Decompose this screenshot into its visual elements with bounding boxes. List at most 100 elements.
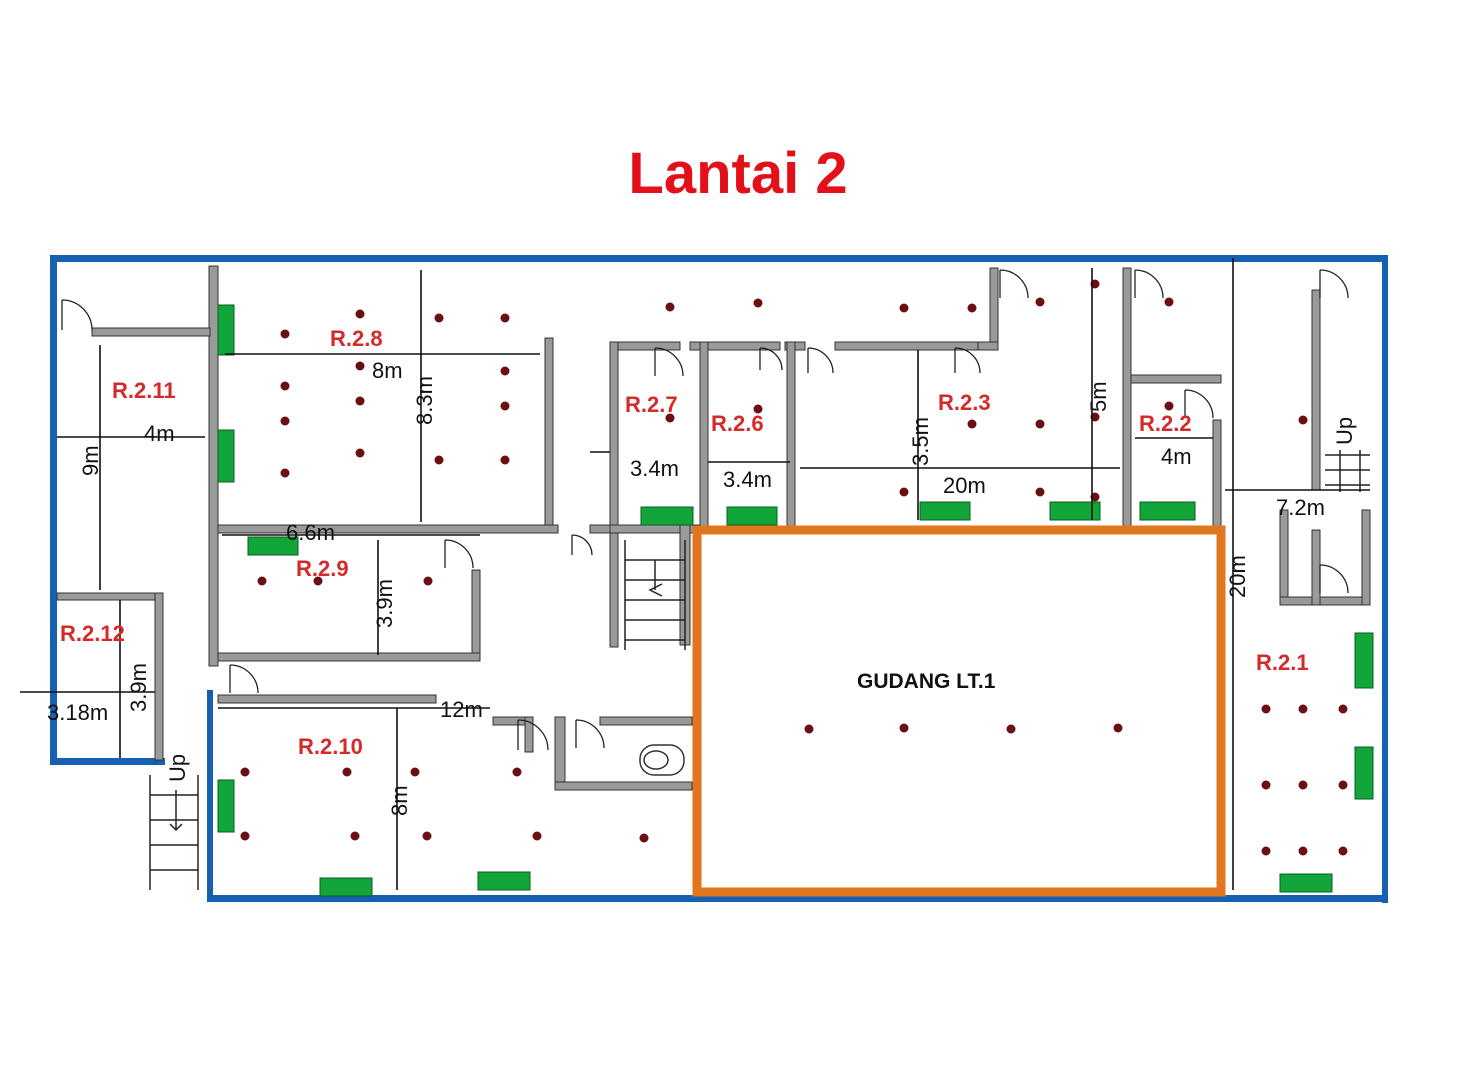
ceiling-light	[434, 455, 444, 465]
ceiling-light	[1338, 704, 1348, 714]
wall	[989, 267, 999, 351]
wall	[689, 341, 781, 351]
door[interactable]	[999, 269, 1029, 299]
wall	[56, 592, 161, 601]
door[interactable]	[1134, 269, 1164, 299]
ceiling-lights	[240, 279, 1348, 856]
ceiling-light	[1298, 704, 1308, 714]
ceiling-light	[1164, 297, 1174, 307]
wall	[1361, 509, 1371, 606]
wall	[786, 341, 796, 528]
ceiling-light	[1113, 723, 1123, 733]
door[interactable]	[1319, 564, 1349, 594]
wall	[217, 524, 559, 534]
ceiling-light	[1261, 704, 1271, 714]
ceiling-light	[1035, 297, 1045, 307]
room-label-r23: R.2.3	[938, 390, 991, 415]
ac-unit	[1354, 632, 1374, 689]
door[interactable]	[654, 347, 684, 377]
ceiling-light	[1261, 780, 1271, 790]
dim-r23-width: 20m	[943, 473, 986, 498]
door[interactable]	[575, 719, 605, 749]
wall	[1130, 374, 1222, 384]
room-label-gudang: GUDANG LT.1	[857, 670, 996, 693]
dim-r22-width: 4m	[1161, 444, 1192, 469]
ceiling-light	[665, 302, 675, 312]
ceiling-light	[422, 831, 432, 841]
ceiling-light	[1035, 487, 1045, 497]
ceiling-light	[1298, 415, 1308, 425]
wall	[492, 716, 529, 726]
ac-unit	[217, 779, 235, 833]
ceiling-light	[967, 419, 977, 429]
ceiling-light	[280, 468, 290, 478]
ceiling-light	[899, 303, 909, 313]
ceiling-light	[500, 455, 510, 465]
ceiling-light	[1298, 780, 1308, 790]
room-label-r28: R.2.8	[330, 326, 383, 351]
door[interactable]	[517, 719, 549, 751]
ac-unit	[1279, 873, 1333, 893]
ceiling-light	[355, 448, 365, 458]
outer-wall	[50, 255, 1388, 903]
ceiling-light	[350, 831, 360, 841]
ceiling-light	[753, 404, 763, 414]
ceiling-light	[1164, 401, 1174, 411]
ceiling-light	[1338, 846, 1348, 856]
ceiling-light	[1298, 846, 1308, 856]
door[interactable]	[444, 539, 474, 569]
wall	[154, 592, 164, 761]
ceiling-light	[280, 381, 290, 391]
wall	[589, 524, 611, 534]
dim-r27-width: 3.4m	[630, 456, 679, 481]
dim-r212-height: 3.9m	[126, 663, 151, 712]
ceiling-light	[500, 366, 510, 376]
ceiling-light	[240, 831, 250, 841]
ac-unit	[319, 877, 373, 897]
ceiling-light	[967, 303, 977, 313]
ac-unit	[477, 871, 531, 891]
door[interactable]	[229, 664, 259, 694]
room-label-r29: R.2.9	[296, 556, 349, 581]
wall	[699, 341, 709, 528]
ac-unit	[217, 304, 235, 356]
dim-r212-width: 3.18m	[47, 700, 108, 725]
ceiling-light	[899, 723, 909, 733]
door[interactable]	[571, 534, 593, 556]
ceiling-light	[423, 576, 433, 586]
wall	[91, 327, 211, 337]
dim-r28-width: 8m	[372, 358, 403, 383]
stairs-up-label-left: Up	[165, 754, 190, 782]
ceiling-light	[280, 416, 290, 426]
wall	[1279, 596, 1371, 606]
door[interactable]	[1319, 269, 1349, 299]
wall	[1279, 509, 1289, 606]
ceiling-light	[1006, 724, 1016, 734]
wall	[554, 716, 566, 788]
dimension-lines	[20, 258, 1370, 890]
ceiling-light	[753, 298, 763, 308]
door[interactable]	[61, 299, 93, 331]
ceiling-light	[355, 361, 365, 371]
wall	[1122, 267, 1132, 529]
room-label-r22: R.2.2	[1139, 411, 1192, 436]
wall	[609, 341, 681, 351]
wall	[1311, 529, 1321, 606]
wall	[217, 694, 437, 704]
ceiling-light	[355, 396, 365, 406]
door[interactable]	[759, 347, 783, 371]
room-label-r212: R.2.12	[60, 621, 125, 646]
doors	[61, 269, 1349, 751]
room-label-r21: R.2.1	[1256, 650, 1309, 675]
door[interactable]	[1184, 389, 1214, 419]
dim-r29-height: 3.9m	[372, 579, 397, 628]
door[interactable]	[807, 347, 834, 374]
wall	[1311, 289, 1321, 491]
ceiling-light	[280, 329, 290, 339]
door[interactable]	[954, 347, 981, 374]
ac-units	[217, 304, 1374, 897]
ceiling-light	[500, 313, 510, 323]
dim-r23-full-height: 5m	[1086, 381, 1111, 412]
wall	[217, 652, 481, 662]
